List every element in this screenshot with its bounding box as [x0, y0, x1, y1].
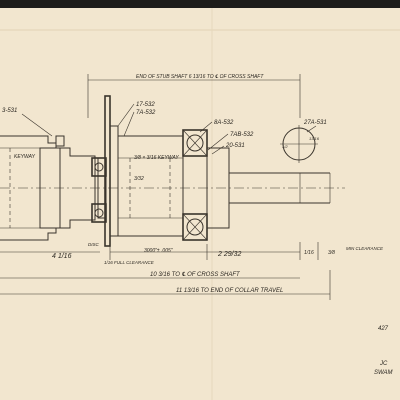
engineering-drawing: END OF STUB SHAFT 6 13/16 TO ℄ OF CROSS …: [0, 8, 400, 400]
bearing-lower-right: [182, 213, 208, 241]
bearing-upper-right: [182, 129, 208, 157]
dim-3000: 3000"± .005": [144, 248, 173, 254]
bearing-upper-left: [91, 157, 107, 177]
corner-text-1: JC: [379, 361, 388, 367]
part-7a-532-label: 7A-532: [136, 110, 156, 116]
dim-1-16: 1/16: [304, 250, 314, 256]
part-3-531-label: 3-531: [2, 108, 17, 114]
min-clearance-label: MIN CLEARANCE: [346, 246, 384, 251]
dim-3-32-label: 3/32: [134, 176, 144, 182]
cross-shaft-section: 1/2 13/16 27A-531: [280, 120, 327, 163]
dim-3-8: 3/8: [328, 250, 335, 256]
top-dimension: END OF STUB SHAFT 6 13/16 TO ℄ OF CROSS …: [87, 74, 301, 118]
part-8a-532-label: 8A-532: [214, 120, 234, 126]
sheet-number: 427: [378, 326, 389, 332]
small-dim-1: 1/2: [282, 144, 288, 149]
full-clearance-label: 1/16 FULL CLEARANCE: [104, 260, 155, 265]
keyway-mid-label: 3/8 × 3/16 KEYWAY: [134, 155, 179, 161]
drawing-sheet: END OF STUB SHAFT 6 13/16 TO ℄ OF CROSS …: [0, 8, 400, 400]
end-stub-shaft-label: END OF STUB SHAFT 6 13/16 TO ℄ OF CROSS …: [136, 74, 264, 80]
collar: [206, 147, 230, 229]
part-labels: 17-532 7A-532 8A-532 7AB-532 20-531 3/8 …: [117, 102, 254, 182]
dim-11-label: 11 13/16 TO END OF COLLAR TRAVEL: [176, 288, 283, 294]
keyway-left-label: KEYWAY: [14, 154, 36, 160]
hub-body: [117, 135, 184, 237]
left-housing: 3-531 KEYWAY: [0, 108, 96, 241]
dim-4-1-16: 4 1/16: [52, 253, 72, 260]
lower-dimensions: 4 1/16 3000"± .005" 2 29/32 1/16 3/8 MIN…: [0, 242, 384, 300]
stub-shaft: [229, 172, 331, 204]
part-20-531-label: 20-531: [225, 143, 245, 149]
corner-text-2: SWAM: [374, 370, 393, 376]
part-27a-531-label: 27A-531: [303, 120, 327, 126]
disc-label: DISC: [88, 242, 100, 247]
dim-2-29-32: 2 29/32: [217, 251, 241, 258]
dim-10-label: 10 3/16 TO ℄ OF CROSS SHAFT: [150, 271, 241, 278]
part-17-532-label: 17-532: [136, 102, 155, 108]
part-7ab-532-label: 7AB-532: [230, 132, 254, 138]
small-dim-2: 13/16: [309, 136, 320, 141]
bearing-lower-left: [91, 203, 107, 223]
